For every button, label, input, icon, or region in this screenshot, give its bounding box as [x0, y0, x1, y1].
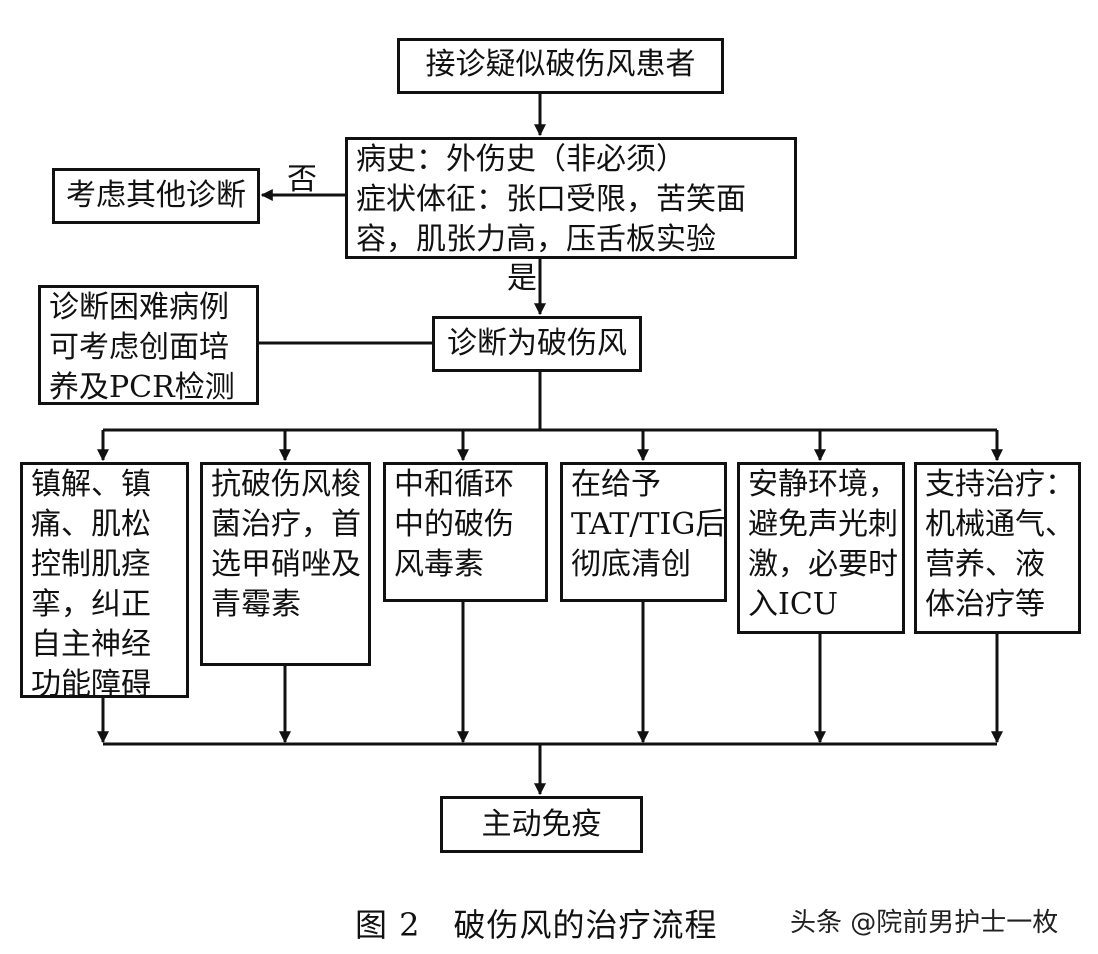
- node-text-line: 可考虑创面培: [49, 330, 229, 365]
- node-text-line: 机械通气、: [925, 507, 1075, 542]
- node-text-line: 痛、肌松: [31, 507, 151, 542]
- node-text-line: 挛，纠正: [31, 587, 151, 622]
- node-text-line: 避免声光刺: [748, 507, 898, 542]
- node-text-line: 镇解、镇: [31, 467, 151, 502]
- node-other-diagnosis: 考虑其他诊断: [52, 168, 260, 224]
- node-text-line: 营养、液: [925, 547, 1045, 582]
- node-text-line: 在给予: [571, 467, 661, 502]
- node-text-line: 体治疗等: [925, 587, 1045, 622]
- label-no: 否: [287, 162, 317, 197]
- node-text-line: 诊断为破伤风: [447, 326, 627, 361]
- node-difficult-cases: 诊断困难病例可考虑创面培养及PCR检测: [38, 285, 259, 405]
- node-treatment-sedation: 镇解、镇痛、肌松控制肌痉挛，纠正自主神经功能障碍: [20, 462, 189, 702]
- node-text-line: 接诊疑似破伤风患者: [425, 47, 696, 82]
- node-text-line: 症状体征：张口受限，苦笑面: [356, 182, 746, 217]
- node-text-line: 自主神经: [31, 627, 151, 662]
- node-text-line: 支持治疗：: [925, 467, 1075, 502]
- node-text-line: 抗破伤风梭: [211, 467, 361, 502]
- node-treatment-antibacterial: 抗破伤风梭菌治疗，首选甲硝唑及青霉素: [200, 462, 371, 666]
- node-text-line: 中的破伤: [394, 507, 514, 542]
- node-text-line: 安静环境，: [748, 467, 898, 502]
- node-treatment-neutralize-toxin: 中和循环中的破伤风毒素: [383, 462, 548, 602]
- watermark: 头条 @院前男护士一枚: [790, 908, 1059, 938]
- label-yes: 是: [507, 261, 537, 296]
- node-text-line: 青霉素: [211, 587, 301, 622]
- node-start: 接诊疑似破伤风患者: [397, 38, 724, 94]
- node-history: 病史：外伤史（非必须） 症状体征：张口受限，苦笑面容，肌张力高，压舌板实验: [345, 137, 797, 259]
- node-text-line: 控制肌痉: [31, 547, 151, 582]
- node-text-line: TAT/TIG后: [571, 507, 726, 542]
- node-text-line: 菌治疗，首: [211, 507, 361, 542]
- node-diagnosis: 诊断为破伤风: [432, 316, 642, 372]
- node-text-line: 激，必要时: [748, 547, 898, 582]
- node-treatment-environment: 安静环境， 避免声光刺激，必要时入ICU: [737, 462, 905, 634]
- node-text-line: 主动免疫: [481, 807, 602, 842]
- node-text-line: 养及PCR检测: [49, 370, 235, 405]
- node-text-line: 入ICU: [748, 587, 839, 622]
- node-treatment-debridement: 在给予 TAT/TIG后彻底清创: [560, 462, 727, 602]
- node-active-immunization: 主动免疫: [440, 796, 643, 853]
- node-text-line: 选甲硝唑及: [211, 547, 361, 582]
- node-text-line: 功能障碍: [31, 667, 151, 702]
- node-text-line: 容，肌张力高，压舌板实验: [356, 222, 716, 257]
- node-treatment-supportive: 支持治疗： 机械通气、营养、液体治疗等: [914, 462, 1081, 634]
- node-text-line: 彻底清创: [571, 547, 691, 582]
- node-text-line: 诊断困难病例: [49, 290, 229, 325]
- node-text-line: 风毒素: [394, 547, 484, 582]
- node-text-line: 考虑其他诊断: [66, 178, 246, 213]
- node-text-line: 中和循环: [394, 467, 514, 502]
- figure-caption: 图 2 破伤风的治疗流程: [355, 906, 718, 944]
- node-text-line: 病史：外伤史（非必须）: [356, 142, 686, 177]
